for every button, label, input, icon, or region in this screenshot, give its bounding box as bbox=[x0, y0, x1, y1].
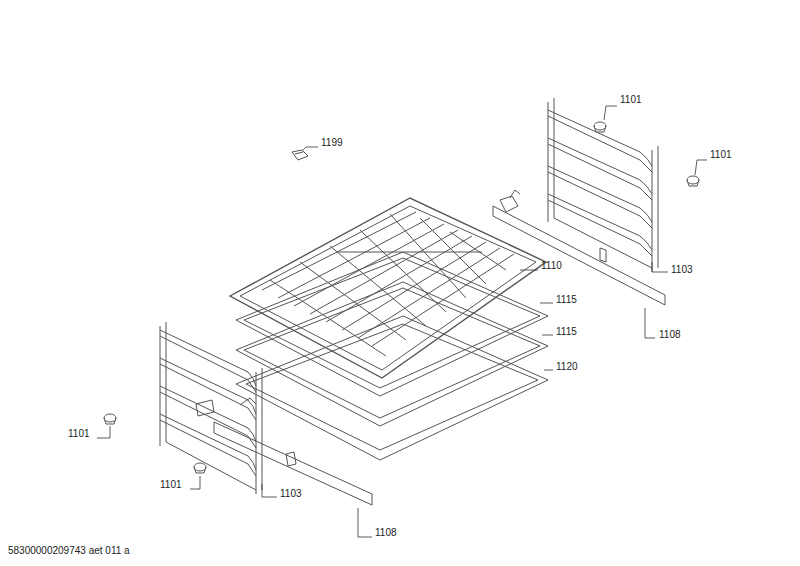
drawing-code: 58300000209743 aet 011 a bbox=[8, 545, 130, 557]
callout-number: 1108 bbox=[375, 527, 397, 539]
callout-number: 1101 bbox=[68, 428, 90, 440]
side-rack-right bbox=[548, 98, 658, 272]
side-rack-left bbox=[160, 322, 262, 494]
callout-number: 1101 bbox=[710, 149, 732, 161]
rail-left bbox=[196, 398, 372, 505]
rail-right bbox=[493, 190, 665, 305]
leader-lines bbox=[97, 106, 707, 537]
clip-right bbox=[594, 122, 699, 186]
callout-number: 1115 bbox=[556, 294, 577, 306]
callout-number: 1108 bbox=[659, 329, 681, 341]
callout-number: 1120 bbox=[556, 361, 578, 373]
callout-number: 1199 bbox=[321, 137, 343, 149]
clip-left bbox=[104, 414, 206, 473]
wire-rack bbox=[230, 198, 546, 378]
callout-number: 1103 bbox=[280, 488, 302, 500]
callout-number: 1101 bbox=[160, 479, 182, 491]
small-part bbox=[292, 150, 308, 160]
callout-number: 1110 bbox=[541, 260, 562, 272]
callout-number: 1115 bbox=[556, 326, 577, 338]
callout-number: 1101 bbox=[620, 94, 642, 106]
callout-number: 1103 bbox=[671, 264, 693, 276]
